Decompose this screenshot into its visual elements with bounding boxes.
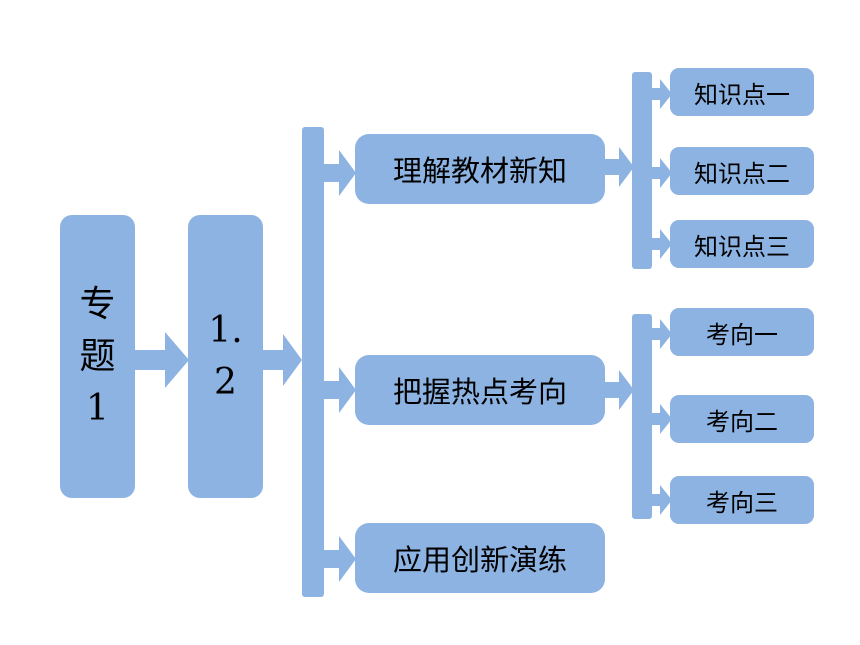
arrow-to-leaf-2-3 xyxy=(651,485,672,515)
arrow-to-leaf-2-2 xyxy=(651,404,672,434)
root-node-box: 专 题 1 xyxy=(60,215,135,498)
leaf-box-1-1: 知识点一 xyxy=(670,68,814,116)
arrow-branch-2-to-subbar xyxy=(605,370,634,410)
leaf-box-1-2: 知识点二 xyxy=(670,147,814,195)
arrow-to-leaf-1-1 xyxy=(651,79,672,109)
subbranch-connector-bar-2 xyxy=(632,314,652,519)
arrow-root-to-section xyxy=(135,332,189,388)
leaf-box-2-3: 考向三 xyxy=(670,476,814,524)
leaf-box-2-2: 考向二 xyxy=(670,395,814,443)
arrow-to-branch-2 xyxy=(323,367,356,413)
leaf-box-1-3: 知识点三 xyxy=(670,220,814,268)
branch-connector-bar xyxy=(302,127,324,597)
arrow-to-leaf-1-2 xyxy=(651,158,672,188)
leaf-box-2-1: 考向一 xyxy=(670,308,814,356)
arrow-to-branch-1 xyxy=(323,150,356,196)
section-node-box: 1. 2 xyxy=(188,215,263,498)
arrow-branch-1-to-subbar xyxy=(605,147,634,187)
subbranch-connector-bar-1 xyxy=(632,72,652,269)
arrow-to-leaf-2-1 xyxy=(651,319,672,349)
arrow-to-branch-3 xyxy=(323,536,356,582)
branch-box-3: 应用创新演练 xyxy=(355,523,605,593)
arrow-to-leaf-1-3 xyxy=(651,229,672,259)
branch-box-1: 理解教材新知 xyxy=(355,134,605,204)
branch-box-2: 把握热点考向 xyxy=(355,355,605,425)
arrow-section-to-bar xyxy=(263,334,302,386)
